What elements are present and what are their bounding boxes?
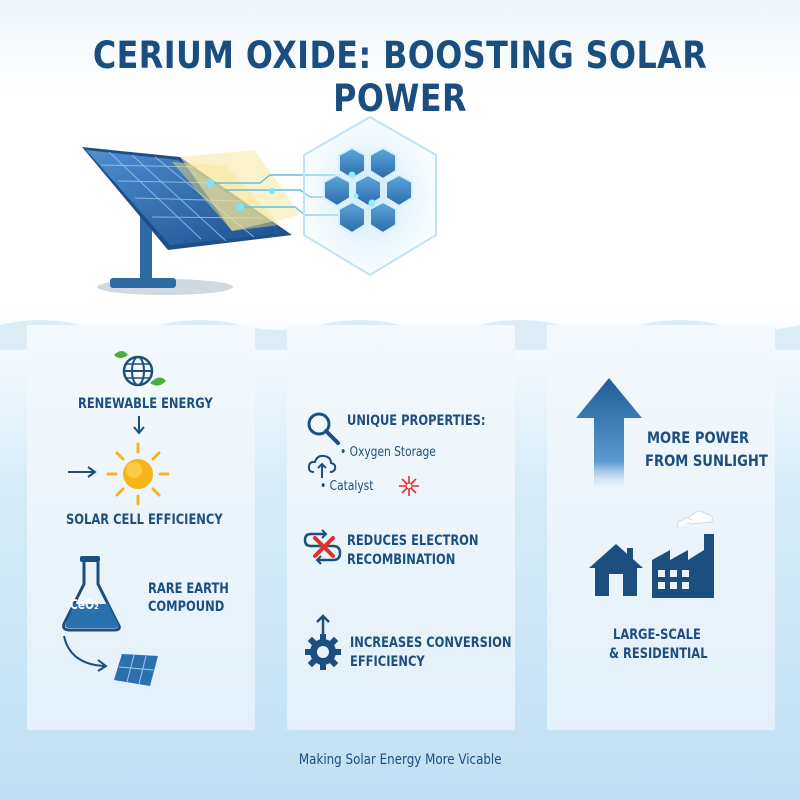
panel-stand <box>140 215 152 287</box>
more-power-line1: MORE POWER <box>647 428 750 447</box>
increases-label-line1: INCREASES CONVERSION <box>350 635 512 651</box>
up-arrow-icon <box>576 378 642 490</box>
more-power-line2: FROM SUNLIGHT <box>645 451 768 470</box>
increases-label-line2: EFFICIENCY <box>350 654 425 670</box>
property-oxygen-storage: • Oxygen Storage <box>340 445 436 460</box>
hero-illustration <box>82 115 437 295</box>
large-scale-line2: & RESIDENTIAL <box>609 646 708 662</box>
house-icon <box>589 544 643 596</box>
renewable-energy-label: RENEWABLE ENERGY <box>78 396 213 412</box>
property-catalyst: • Catalyst <box>320 479 374 494</box>
globe-leaves-icon <box>114 351 166 387</box>
ceo2-label: CeO₂ <box>70 598 99 613</box>
rare-earth-label-line1: RARE EARTH <box>148 581 229 597</box>
page-title: CERIUM OXIDE: BOOSTING SOLAR POWER <box>92 34 708 120</box>
flask-icon <box>62 556 121 632</box>
reduces-label-line1: REDUCES ELECTRON <box>347 533 479 549</box>
arrow-right-icon <box>68 466 97 478</box>
sun-icon <box>106 442 170 506</box>
cloud-upload-icon <box>307 454 337 478</box>
no-recombination-icon <box>303 529 342 565</box>
footer-tagline-text: Making Solar Energy More Vicable <box>298 752 502 768</box>
arrow-down-icon <box>133 416 145 435</box>
unique-properties-heading: UNIQUE PROPERTIES: <box>347 413 486 429</box>
curved-arrow-to-panel-icon <box>63 635 158 686</box>
large-scale-line1: LARGE-SCALE <box>613 627 701 643</box>
gear-arrow-icon <box>305 614 341 670</box>
factory-icon <box>652 510 714 598</box>
spark-icon <box>399 476 419 496</box>
rare-earth-label-line2: COMPOUND <box>148 599 225 615</box>
solar-cell-efficiency-label: SOLAR CELL EFFICIENCY <box>66 512 223 528</box>
right-panel <box>547 325 775 730</box>
reduces-label-line2: RECOMBINATION <box>347 552 456 568</box>
molecule-hexagons-icon <box>323 146 413 235</box>
footer-tagline: Making Solar Energy More Vicable <box>0 752 800 768</box>
panel-base <box>110 278 176 288</box>
magnifier-icon <box>307 412 340 445</box>
